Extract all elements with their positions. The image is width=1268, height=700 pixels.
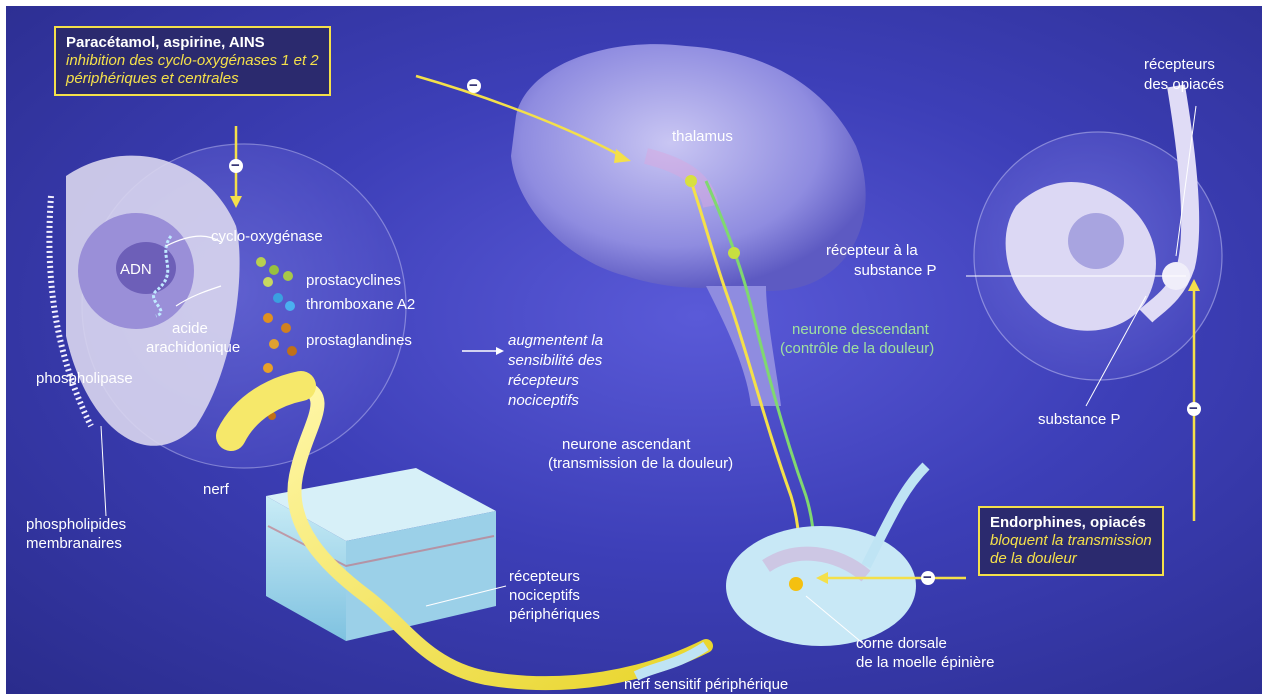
arachidonic-acid-label-1: acide — [172, 320, 208, 338]
opioids-title: Endorphines, opiacés — [990, 514, 1152, 532]
analgesics-line2: périphériques et centrales — [66, 70, 319, 88]
minus-sign-4: − — [1189, 400, 1198, 418]
dorsal-horn-label-2: de la moelle épinière — [856, 654, 994, 672]
minus-sign-1: − — [469, 77, 478, 95]
sensitivity-label-3: récepteurs — [508, 372, 579, 390]
opioid-receptors-label-2: des opiacés — [1144, 76, 1224, 94]
minus-sign-2: − — [231, 157, 240, 175]
thalamus-label: thalamus — [672, 128, 733, 146]
substance-p-label: substance P — [1038, 411, 1121, 429]
substance-p-receptor-label-1: récepteur à la — [826, 242, 918, 260]
minus-sign-3: − — [923, 569, 932, 587]
arachidonic-acid-label-2: arachidonique — [146, 339, 240, 357]
synapse-magnification — [974, 86, 1222, 380]
phospholipase-label: phospholipase — [36, 370, 133, 388]
prostaglandins-label: prostaglandines — [306, 332, 412, 350]
diagram-canvas: Paracétamol, aspirine, AINS inhibition d… — [6, 6, 1262, 694]
membrane-phospholipids-label-1: phospholipides — [26, 516, 126, 534]
analgesics-title: Paracétamol, aspirine, AINS — [66, 34, 319, 52]
analgesics-line1: inhibition des cyclo-oxygénases 1 et 2 — [66, 52, 319, 70]
dna-label: ADN — [120, 261, 152, 279]
analgesics-box: Paracétamol, aspirine, AINS inhibition d… — [54, 26, 331, 96]
descending-neuron-label-2: (contrôle de la douleur) — [780, 340, 934, 358]
dorsal-horn-label-1: corne dorsale — [856, 635, 947, 653]
membrane-phospholipids-label-2: membranaires — [26, 535, 122, 553]
opioid-receptors-label-1: récepteurs — [1144, 56, 1215, 74]
nociceptors-label-3: périphériques — [509, 606, 600, 624]
substance-p-receptor-label-2: substance P — [854, 262, 937, 280]
prostacyclins-label: prostacyclines — [306, 272, 401, 290]
opioids-line2: de la douleur — [990, 550, 1152, 568]
sensory-nerve-label: nerf sensitif périphérique — [624, 676, 788, 694]
ascending-neuron-label-2: (transmission de la douleur) — [548, 455, 733, 473]
ascending-neuron-label-1: neurone ascendant — [562, 436, 690, 454]
descending-neuron-label-1: neurone descendant — [792, 321, 929, 339]
thromboxane-label: thromboxane A2 — [306, 296, 415, 314]
nerve-label: nerf — [203, 481, 229, 499]
opioids-line1: bloquent la transmission — [990, 532, 1152, 550]
nociceptors-label-1: récepteurs — [509, 568, 580, 586]
nociceptors-label-2: nociceptifs — [509, 587, 580, 605]
sensitivity-label-2: sensibilité des — [508, 352, 602, 370]
sensitivity-label-1: augmentent la — [508, 332, 603, 350]
sensitivity-label-4: nociceptifs — [508, 392, 579, 410]
opioids-box: Endorphines, opiacés bloquent la transmi… — [978, 506, 1164, 576]
cyclo-oxygenase-label: cyclo-oxygénase — [211, 228, 323, 246]
